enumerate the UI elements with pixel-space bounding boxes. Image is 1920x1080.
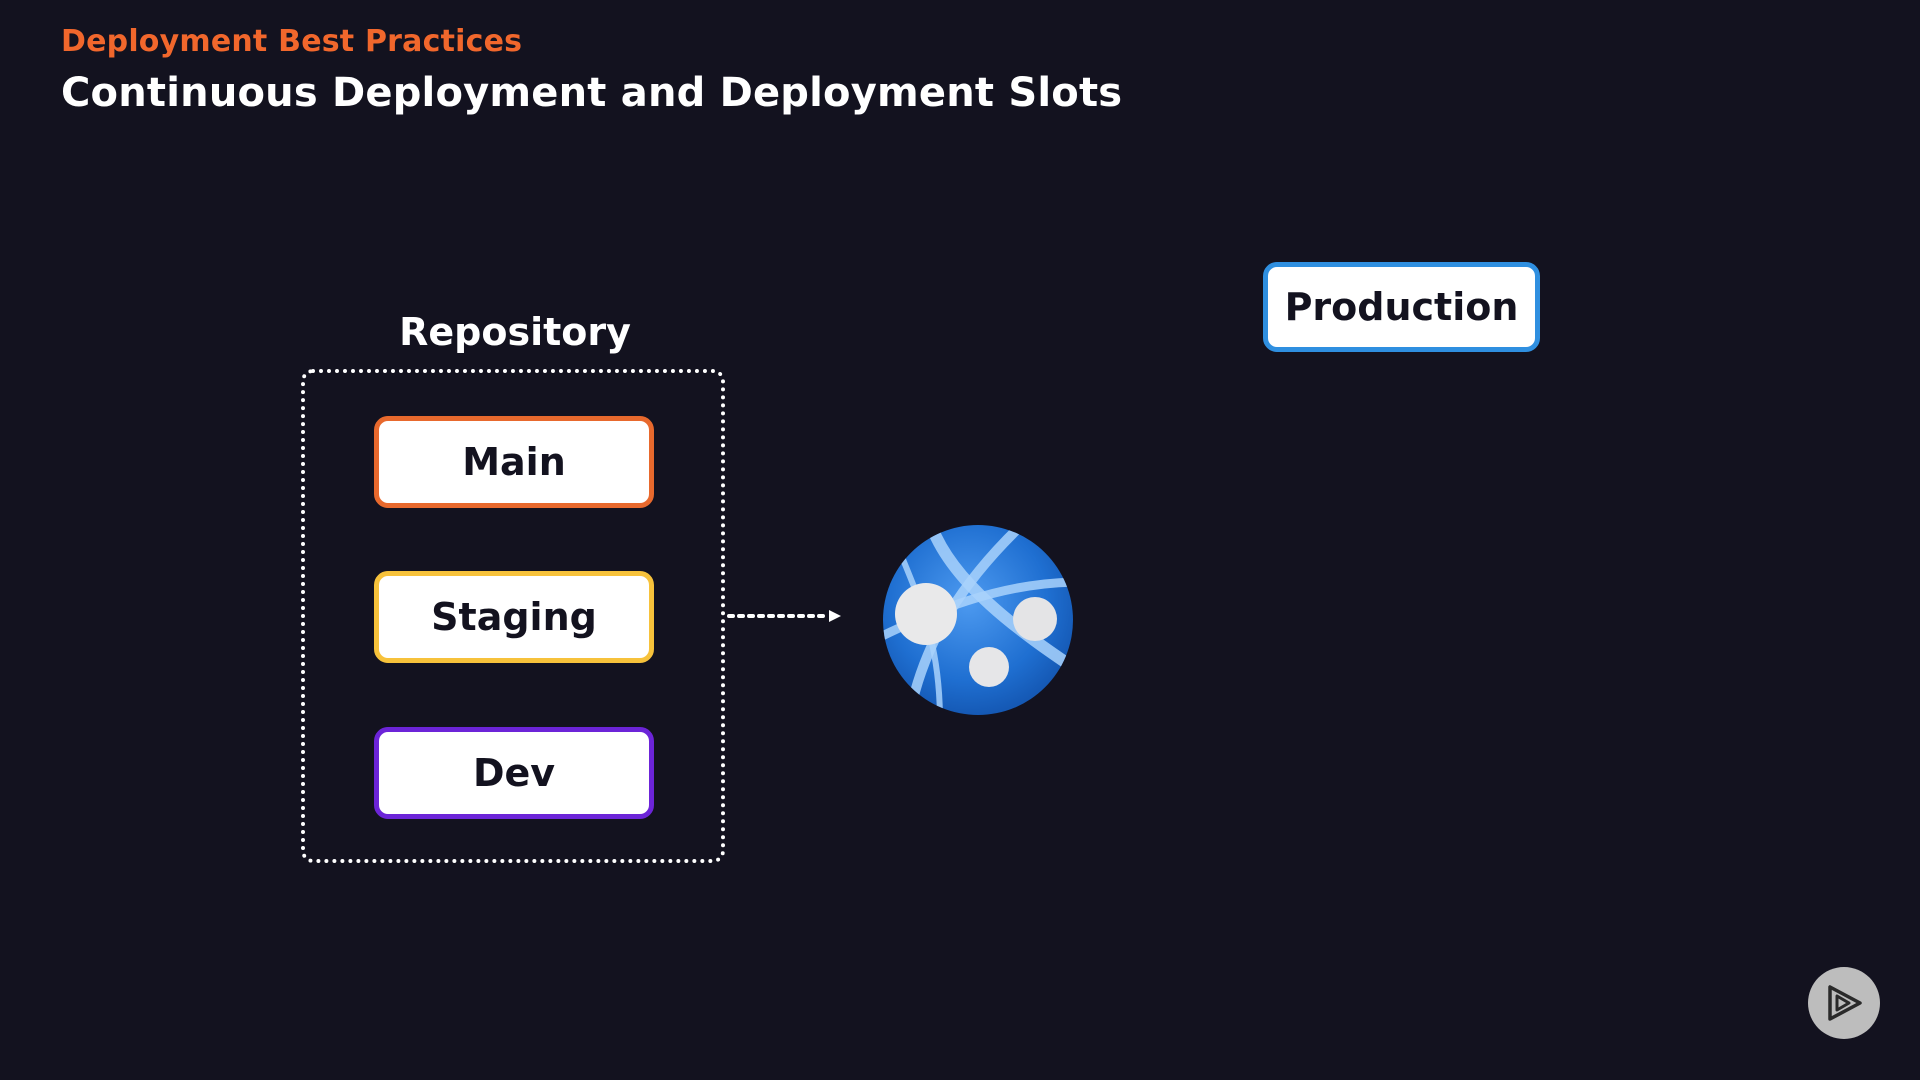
section-eyebrow: Deployment Best Practices	[61, 24, 523, 59]
branch-dev: Dev	[374, 727, 654, 819]
branch-staging: Staging	[374, 571, 654, 663]
deploy-arrow	[727, 610, 841, 622]
repository-label: Repository	[399, 310, 631, 354]
production-slot: Production	[1263, 262, 1540, 352]
play-logo-icon	[1828, 985, 1862, 1021]
repository-box	[301, 369, 725, 863]
web-app-globe-icon	[883, 525, 1073, 715]
player-logo-button[interactable]	[1808, 967, 1880, 1039]
slide-title: Continuous Deployment and Deployment Slo…	[61, 70, 1123, 116]
branch-main: Main	[374, 416, 654, 508]
